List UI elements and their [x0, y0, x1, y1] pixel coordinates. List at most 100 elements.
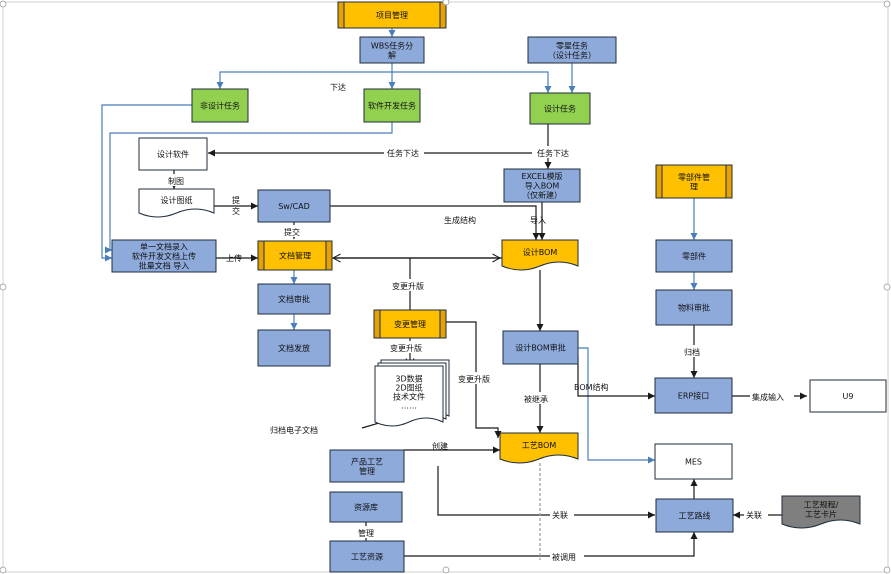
- node-shape: [655, 289, 733, 326]
- node-parts[interactable]: 零部件: [655, 239, 733, 273]
- node-process-card[interactable]: 工艺规程/工艺卡片: [781, 495, 861, 529]
- node-archive[interactable]: 归档电子文档: [270, 425, 318, 435]
- node-doc-input-label-1: 软件开发文档上传: [132, 251, 196, 261]
- node-design-software[interactable]: 设计软件: [138, 137, 208, 171]
- node-doc-mgmt[interactable]: 文档管理: [257, 240, 333, 271]
- node-tab-right: [439, 309, 447, 339]
- edge-nondesign-to-input: [101, 104, 192, 262]
- node-resource-lib[interactable]: 资源库: [329, 491, 403, 523]
- node-process-bom[interactable]: 工艺BOM: [499, 432, 579, 464]
- node-shape: [329, 540, 405, 573]
- node-shape: [655, 239, 733, 273]
- node-design-bom-label-0: 设计BOM: [523, 247, 558, 257]
- edge-software-to-input: [105, 122, 393, 254]
- node-wbs-label-1: 解: [388, 50, 396, 60]
- node-ext-design-task-label-1: （设计任务）: [548, 50, 596, 60]
- node-project-mgmt-label-0: 项目管理: [376, 10, 408, 20]
- node-doc-approval-label-0: 文档审批: [278, 294, 310, 304]
- node-doc-approval[interactable]: 文档审批: [257, 283, 331, 315]
- label-change-upgrade-3: 变更升版: [458, 374, 490, 384]
- node-shape: [138, 188, 215, 218]
- edge-wbs-to-design: [392, 71, 552, 93]
- edge-bom-struct-to-erp: [577, 355, 655, 400]
- node-shape: [359, 36, 425, 64]
- label-draw: 制图: [168, 176, 184, 186]
- node-change-mgmt[interactable]: 变更管理: [373, 309, 447, 339]
- node-u9-label-0: U9: [843, 392, 854, 401]
- node-tab-right: [725, 164, 733, 199]
- node-process-card-label-0: 工艺规程/: [804, 499, 839, 509]
- node-shape: [654, 443, 733, 480]
- label-change-upgrade-1: 变更升版: [392, 281, 424, 291]
- node-shape: [363, 88, 421, 123]
- handle-bottom-left[interactable]: [0, 566, 7, 574]
- node-material-approval-label-0: 物料审批: [678, 303, 710, 313]
- node-shape: [503, 168, 581, 203]
- node-excel-import-label-2: （仅新建）: [522, 190, 562, 200]
- node-shape: [502, 330, 579, 365]
- handle-bottom-right[interactable]: [883, 566, 891, 574]
- node-process-route-label-0: 工艺路线: [679, 511, 711, 521]
- node-doc-input-label-2: 批量文档 导入: [139, 261, 190, 271]
- node-doc-pile-label-3: ……: [401, 402, 417, 411]
- node-shape: [374, 365, 444, 427]
- node-excel-import-label-1: 导入BOM: [525, 182, 560, 191]
- node-mes[interactable]: MES: [654, 443, 733, 480]
- handle-right-center[interactable]: [883, 283, 891, 291]
- node-ext-design-task-label-0: 零星任务: [556, 40, 588, 50]
- handle-top-center[interactable]: [442, 0, 450, 6]
- handle-top-right[interactable]: [883, 0, 891, 8]
- node-parts-mgmt-label-0: 零部件管: [678, 172, 710, 182]
- edge-labels: 下达 任务下达 任务下达 制图 提 交 提交 生成结构 导入 上传 变更升版 变…: [166, 79, 794, 562]
- node-design-bom-approval-label-0: 设计BOM审批: [515, 343, 566, 353]
- node-design-bom[interactable]: 设计BOM: [501, 239, 579, 271]
- node-non-design-task-label-0: 非设计任务: [200, 101, 240, 111]
- handle-top-left[interactable]: [0, 0, 7, 8]
- node-doc-pile[interactable]: 3D数据2D图纸技术文件……: [374, 359, 450, 427]
- node-process-resource[interactable]: 工艺资源: [329, 540, 405, 573]
- handle-left-center[interactable]: [0, 283, 7, 291]
- node-project-mgmt[interactable]: 项目管理: [337, 1, 447, 29]
- node-design-task[interactable]: 设计任务: [529, 92, 591, 125]
- label-submit-1: 提: [232, 195, 240, 205]
- node-u9[interactable]: U9: [809, 379, 887, 413]
- node-erp[interactable]: ERP接口: [654, 377, 733, 414]
- node-shape: [809, 379, 887, 413]
- node-ext-design-task[interactable]: 零星任务（设计任务）: [527, 36, 617, 64]
- node-material-approval[interactable]: 物料审批: [655, 289, 733, 326]
- label-bom-struct: BOM结构: [574, 382, 609, 392]
- node-sw-cad[interactable]: Sw/CAD: [257, 189, 331, 223]
- node-process-card-label-1: 工艺卡片: [805, 509, 837, 519]
- node-parts-mgmt-label-1: 理: [690, 182, 698, 191]
- label-relate-2: 关联: [746, 510, 762, 520]
- node-software-dev-task[interactable]: 软件开发任务: [363, 88, 421, 123]
- node-design-drawing[interactable]: 设计图纸: [138, 188, 215, 218]
- node-doc-release-label-0: 文档发放: [278, 343, 310, 353]
- node-shape: [654, 377, 733, 414]
- label-submit-2: 交: [232, 206, 240, 216]
- node-tab-left: [257, 240, 265, 271]
- node-doc-release[interactable]: 文档发放: [257, 329, 331, 367]
- node-non-design-task[interactable]: 非设计任务: [191, 88, 249, 123]
- label-change-upgrade-2: 变更升版: [390, 343, 422, 353]
- label-gen-struct: 生成结构: [444, 215, 476, 225]
- label-manage: 管理: [358, 528, 374, 538]
- node-design-bom-approval[interactable]: 设计BOM审批: [502, 330, 579, 365]
- node-mes-label-0: MES: [685, 458, 702, 467]
- node-process-route[interactable]: 工艺路线: [655, 498, 734, 533]
- node-design-software-label-0: 设计软件: [157, 149, 189, 159]
- node-shape: [257, 329, 331, 367]
- node-excel-import-label-0: EXCEL模版: [521, 171, 562, 181]
- node-resource-lib-label-0: 资源库: [354, 502, 378, 512]
- node-doc-input-label-0: 单一文档录入: [140, 242, 188, 252]
- handle-bottom-center[interactable]: [442, 566, 450, 574]
- node-doc-pile-label-0: 3D数据: [395, 374, 422, 384]
- node-design-drawing-label-0: 设计图纸: [161, 195, 193, 205]
